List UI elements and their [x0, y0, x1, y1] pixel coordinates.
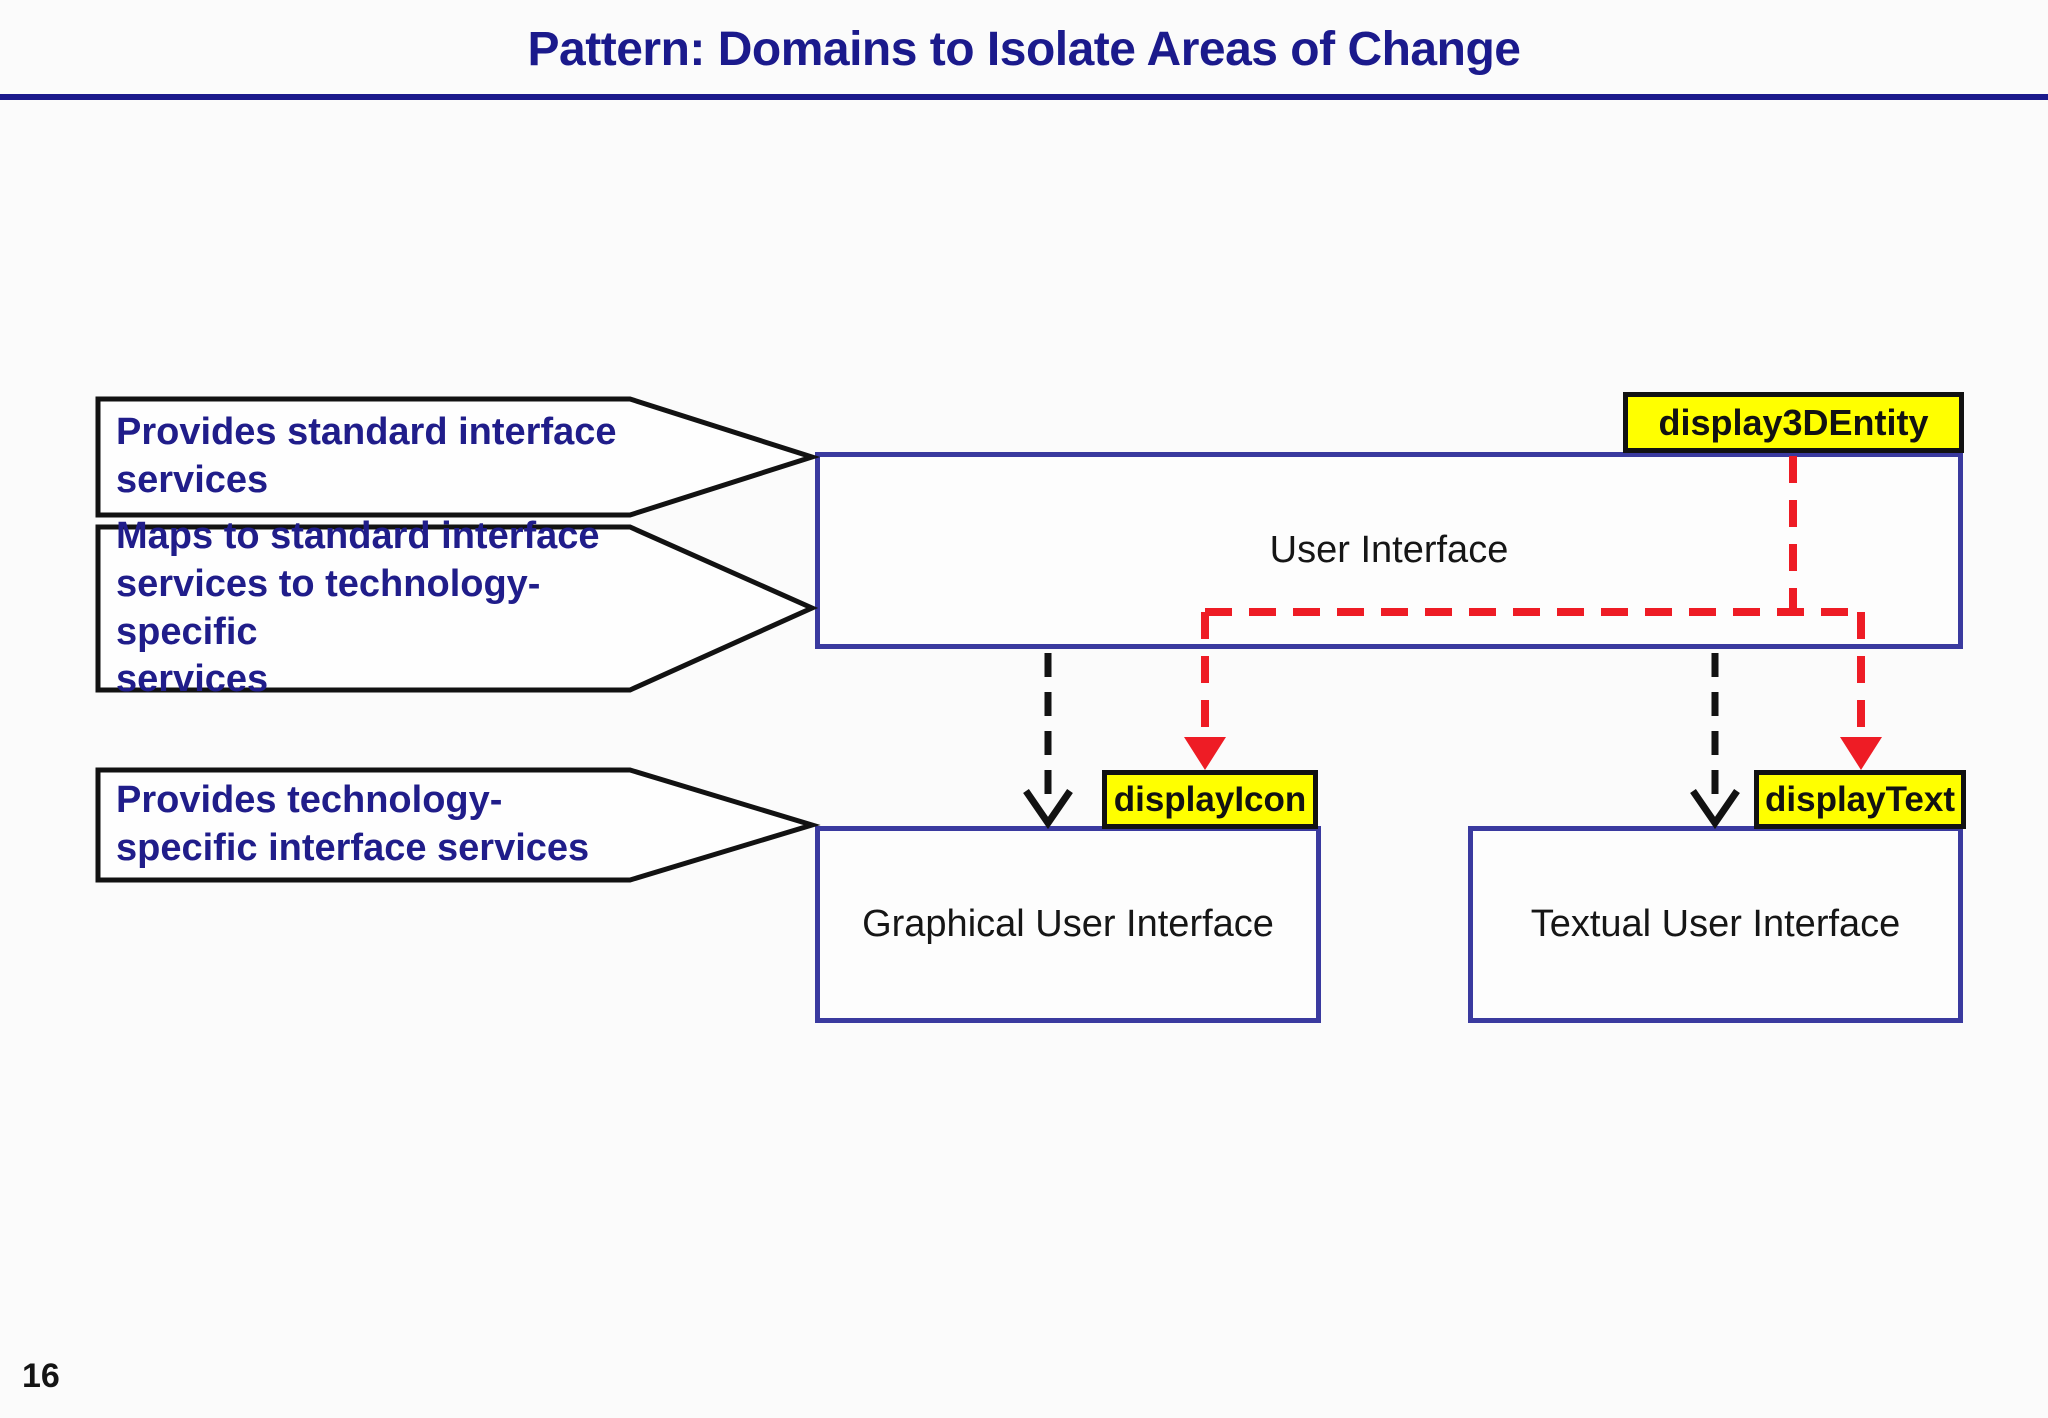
- callout-maps-services: Maps to standard interface services to t…: [116, 514, 600, 701]
- graphical-user-interface-box: Graphical User Interface: [815, 826, 1321, 1023]
- callout-standard-services: Provides standard interface services: [116, 411, 617, 501]
- textual-user-interface-label: Textual User Interface: [1530, 903, 1901, 945]
- display3dentity-label: display3DEntity: [1658, 401, 1929, 443]
- red-arrowhead-displayicon: [1184, 737, 1226, 770]
- arrowhead-ui-to-tui: [1690, 789, 1740, 830]
- callout-technology-services: Provides technology- specific interface …: [116, 779, 590, 869]
- operation-tag-display3dentity: display3DEntity: [1623, 392, 1964, 453]
- displayicon-label: displayIcon: [1113, 779, 1307, 819]
- operation-tag-displaytext: displayText: [1754, 770, 1966, 829]
- user-interface-box: User Interface: [815, 452, 1963, 649]
- title-underline: [0, 94, 2048, 100]
- red-arrowhead-displaytext: [1840, 737, 1882, 770]
- slide-title: Pattern: Domains to Isolate Areas of Cha…: [527, 22, 1521, 76]
- page-number: 16: [22, 1356, 60, 1395]
- arrowhead-ui-to-gui: [1023, 789, 1073, 830]
- displaytext-label: displayText: [1765, 779, 1955, 819]
- user-interface-label: User Interface: [1269, 529, 1509, 571]
- graphical-user-interface-label: Graphical User Interface: [862, 903, 1274, 945]
- operation-tag-displayicon: displayIcon: [1102, 770, 1318, 829]
- textual-user-interface-box: Textual User Interface: [1468, 826, 1963, 1023]
